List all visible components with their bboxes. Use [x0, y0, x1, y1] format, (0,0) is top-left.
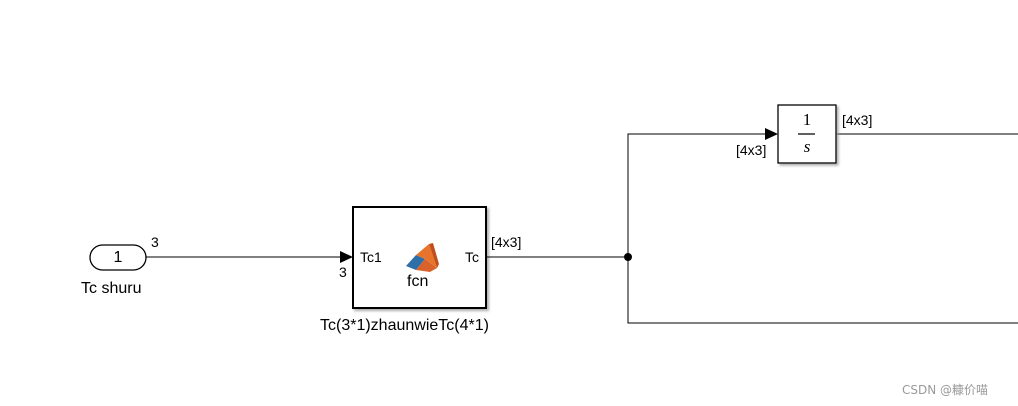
fcn-output-port-label: Tc: [465, 249, 479, 265]
integrator-output-dimension: [4x3]: [842, 112, 873, 128]
arrowhead-fcn-input: [340, 251, 353, 263]
fcn-block-name: Tc(3*1)zhaunwieTc(4*1): [320, 317, 489, 334]
signal-line-branch-lower[interactable]: [627, 257, 1018, 324]
integrator-denominator: s: [803, 137, 811, 156]
arrowhead-integrator-input: [765, 128, 778, 140]
integrator-input-dimension: [4x3]: [736, 142, 767, 158]
fcn-body-label: fcn: [407, 273, 429, 290]
inport-number: 1: [113, 249, 123, 266]
watermark-text: CSDN @糠价喵: [902, 383, 989, 397]
signal-line-branch-to-integrator[interactable]: [627, 133, 765, 257]
inport-signal-dimension: 3: [151, 234, 159, 250]
fcn-input-dimension: 3: [339, 264, 347, 280]
matlab-logo-icon: [406, 243, 439, 272]
inport-block[interactable]: [89, 244, 147, 271]
inport-name: Tc shuru: [81, 280, 142, 297]
integrator-numerator: 1: [802, 110, 812, 129]
fcn-input-port-label: Tc1: [360, 249, 382, 265]
fcn-output-dimension: [4x3]: [491, 234, 522, 250]
